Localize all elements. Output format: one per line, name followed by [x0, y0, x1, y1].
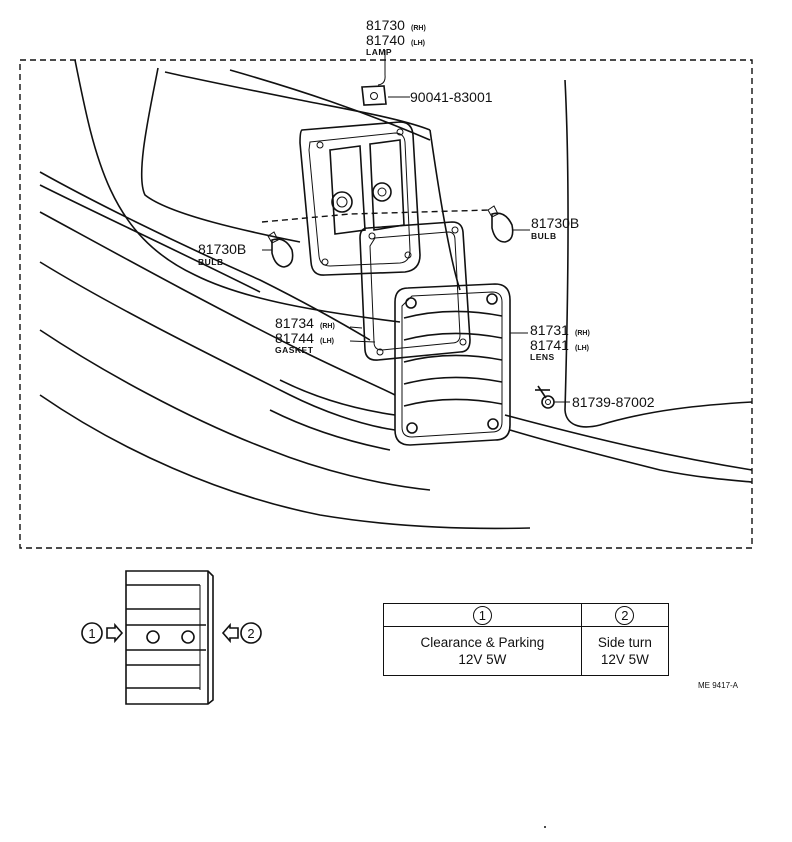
leader-lines: [262, 50, 570, 403]
spec-cell-side-turn: Side turn 12V 5W: [580, 626, 670, 676]
gasket-name: GASKET: [275, 345, 314, 355]
inset-marker-2: 2: [221, 622, 262, 644]
bulb-left-code: 81730B: [198, 241, 246, 257]
inset-marker-1-text: 1: [88, 626, 95, 641]
arrow-right-icon: [106, 622, 124, 644]
spec-value-row: Clearance & Parking 12V 5W Side turn 12V…: [383, 626, 670, 676]
spec-cell-1-line1: Clearance & Parking: [420, 635, 545, 650]
bulb-right-code: 81730B: [531, 215, 579, 231]
arrow-left-icon: [221, 622, 239, 644]
inset-bulb-2-icon: [181, 630, 195, 644]
speck: [544, 826, 546, 828]
spec-cell-2-line2: 12V 5W: [600, 652, 649, 667]
label-bulb-right: 81730B BULB: [531, 215, 579, 241]
bulb-left-name: BULB: [198, 257, 224, 267]
lamp-rh-number: 81730: [366, 17, 405, 33]
gasket-rh-number: 81734: [275, 315, 314, 331]
bulb-right-icon: [487, 205, 514, 243]
label-lens: 81731 (RH) 81741 (LH) LENS: [530, 322, 590, 362]
bulb-right-name: BULB: [531, 231, 557, 241]
spec-header-1: 1: [383, 603, 582, 627]
lens-rh-number: 81731: [530, 322, 569, 338]
lens-lh-number: 81741: [530, 337, 569, 353]
spec-header-row: 1 2: [383, 603, 670, 627]
inset-lamp-view: [125, 570, 214, 705]
lamp-lh-tag: (LH): [411, 40, 425, 47]
diagram-frame: [19, 59, 753, 549]
gasket: [359, 221, 471, 361]
inset-marker-2-text: 2: [247, 626, 254, 641]
inset-bulb-1-icon: [146, 630, 160, 644]
lamp-lh-number: 81740: [366, 32, 405, 48]
gasket-rh-tag: (RH): [320, 323, 335, 330]
vehicle-body-outline: [39, 59, 753, 530]
lamp-housing: [299, 121, 421, 276]
lens: [394, 283, 511, 446]
lens-name: LENS: [530, 352, 555, 362]
spec-header-2: 2: [580, 603, 670, 627]
label-screw-side: 81739-87002: [572, 394, 655, 410]
label-gasket: 81734 (RH) 81744 (LH) GASKET: [275, 315, 335, 355]
bulb-dashed-line: [261, 209, 491, 223]
lens-lh-tag: (LH): [575, 345, 589, 352]
spec-cell-clearance: Clearance & Parking 12V 5W: [383, 626, 582, 676]
gasket-lh-number: 81744: [275, 330, 314, 346]
lamp-rh-tag: (RH): [411, 25, 426, 32]
spec-cell-2-line1: Side turn: [597, 635, 652, 650]
bulb-spec-table: 1 2 Clearance & Parking 12V 5W Side turn…: [383, 603, 670, 676]
screw-side-icon: [535, 385, 555, 409]
label-lamp: 81730 (RH) 81740 (LH) LAMP: [366, 17, 426, 57]
reference-code: ME 9417-A: [698, 681, 739, 690]
screw-clip-icon: [361, 85, 387, 106]
label-screw-top: 90041-83001: [410, 89, 493, 105]
spec-cell-1-line2: 12V 5W: [458, 652, 507, 667]
inset-marker-1: 1: [81, 622, 124, 644]
gasket-lh-tag: (LH): [320, 338, 334, 345]
lamp-name: LAMP: [366, 47, 392, 57]
bulb-left-icon: [267, 231, 294, 268]
label-bulb-left: 81730B BULB: [198, 241, 246, 267]
lens-rh-tag: (RH): [575, 330, 590, 337]
